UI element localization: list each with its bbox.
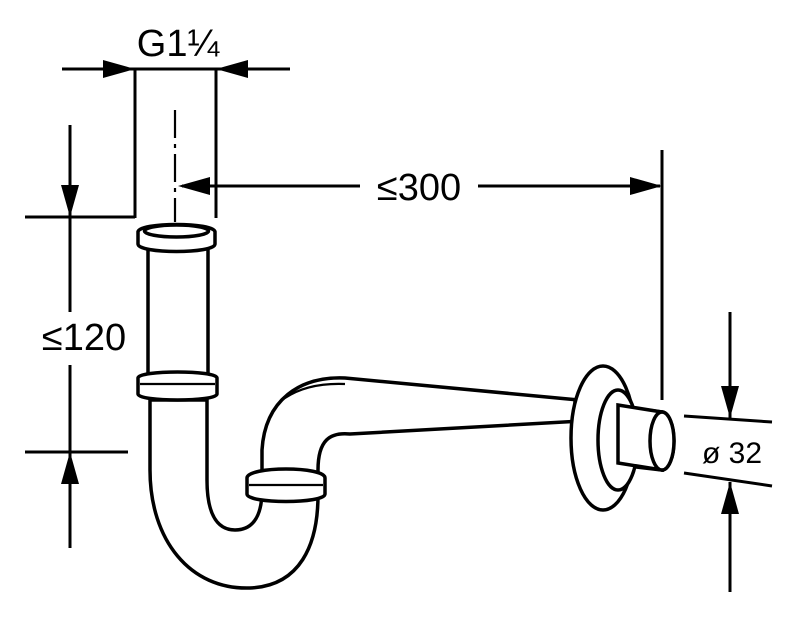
thread-size-label: G1¼ (137, 23, 221, 65)
dip-tube (146, 244, 210, 383)
vertical-arrow-bottom (61, 452, 79, 484)
diameter-extension-bottom (683, 471, 773, 488)
vertical-dimension: ≤120 (25, 125, 135, 548)
horizontal-arrow-left (178, 177, 210, 195)
horizontal-dimension: ≤300 (178, 150, 664, 400)
max-vertical-label: ≤120 (42, 317, 126, 359)
middle-nut (136, 370, 219, 402)
top-collar-opening (142, 223, 211, 239)
diameter-arrow-bottom (721, 482, 739, 514)
vertical-arrow-top (61, 185, 79, 217)
outlet-diameter-label: ø 32 (702, 437, 762, 470)
siphon-pipe (133, 68, 676, 590)
thread-arrow-right (216, 60, 248, 78)
horizontal-arrow-right (630, 177, 662, 195)
outlet-end-cap (648, 410, 676, 472)
thread-dimension: G1¼ (62, 23, 290, 78)
max-horizontal-label: ≤300 (377, 167, 461, 209)
diameter-arrow-top (721, 386, 739, 418)
thread-arrow-left (103, 60, 135, 78)
bend-highlight (284, 382, 346, 399)
trap-bend (148, 376, 602, 590)
diameter-dimension: ø 32 (683, 312, 773, 592)
diameter-extension-top (683, 414, 773, 424)
